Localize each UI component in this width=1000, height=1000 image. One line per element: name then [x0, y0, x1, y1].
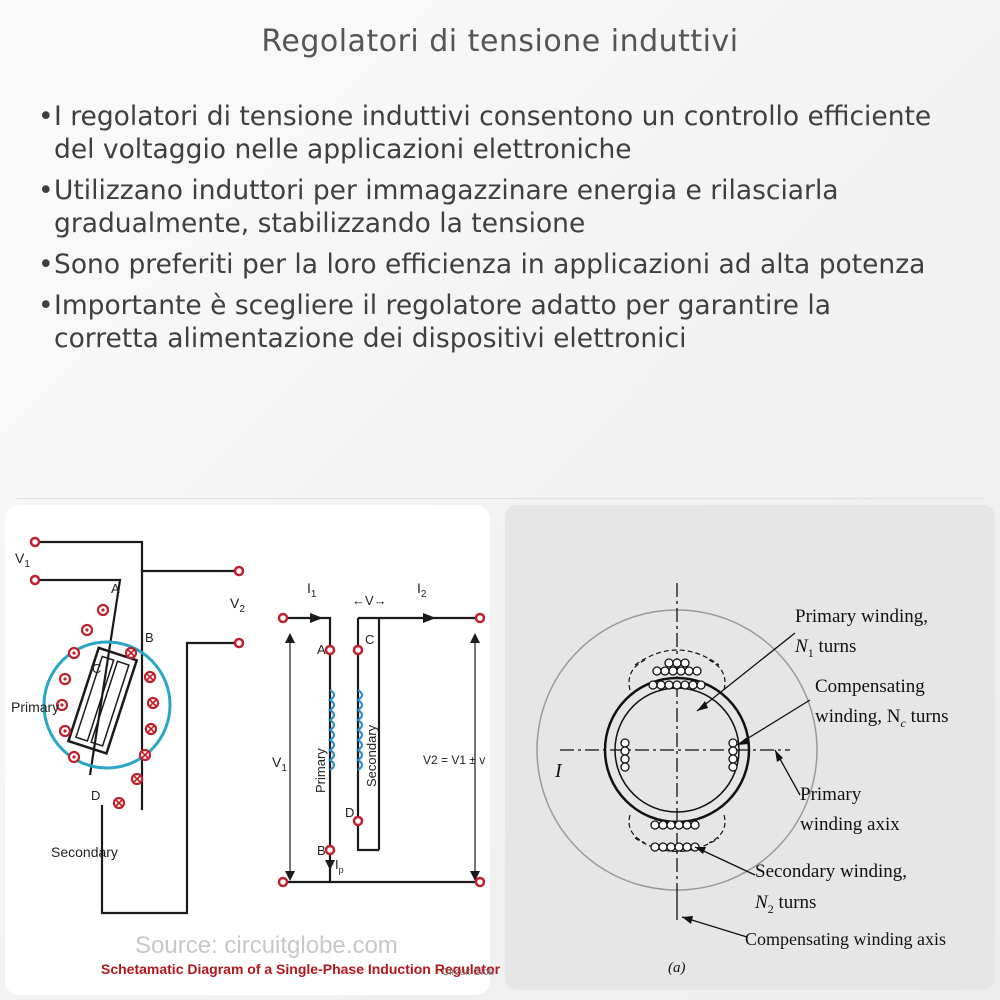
divider [15, 498, 985, 499]
label-v-arrow: ←V→ [352, 593, 387, 608]
bullet-item: I regolatori di tensione induttivi conse… [38, 100, 938, 166]
coil-label-secondary: Secondary [364, 724, 379, 787]
winding-svg: Primary winding, N1 turns Compensating w… [536, 583, 949, 976]
label-primary-axis-2: winding axix [800, 814, 900, 835]
label-primary-axis-1: Primary [800, 784, 862, 805]
label-b: B [145, 630, 154, 645]
label-v2-formula: V2 = V1 ± v [423, 753, 485, 767]
label-n2-turns: N2 turns [754, 892, 816, 916]
label-v2: V2 [230, 595, 245, 615]
label-compensating-axis: Compensating winding axis [745, 929, 946, 949]
schematic-svg: V1 V2 A B C D Primary Secondary I1 I2 ←V… [11, 536, 501, 978]
label-n1-turns: N1 turns [794, 636, 856, 660]
label-d2: D [345, 805, 354, 820]
label-a: A [111, 581, 120, 596]
bullet-list: I regolatori di tensione induttivi conse… [38, 100, 938, 363]
label-i1: I1 [307, 580, 317, 600]
coil-label-primary: Primary [313, 748, 328, 793]
label-nc-turns: winding, Nc turns [815, 706, 949, 730]
label-c2: C [365, 632, 374, 647]
label-compensating: Compensating [815, 676, 925, 697]
bullet-item: Importante è scegliere il regolatore ada… [38, 289, 938, 355]
label-secondary: Secondary [51, 844, 118, 860]
label-secondary-winding: Secondary winding, [755, 861, 907, 882]
label-a2: A [317, 642, 326, 657]
label-d: D [91, 788, 100, 803]
label-i: I [554, 760, 563, 782]
label-c: C [92, 661, 101, 676]
winding-axes-diagram: Primary winding, N1 turns Compensating w… [505, 505, 995, 990]
label-v1-right: V1 [272, 754, 287, 774]
source-watermark: Source: circuitglobe.com [135, 932, 398, 959]
diagram-caption: Schetamatic Diagram of a Single-Phase In… [101, 961, 501, 977]
label-i2: I2 [417, 580, 427, 600]
bullet-item: Utilizzano induttori per immagazzinare e… [38, 174, 938, 240]
label-panel-a: (a) [668, 960, 686, 976]
page-title: Regolatori di tensione induttivi [261, 24, 739, 59]
bullet-item: Sono preferiti per la loro efficienza in… [38, 248, 938, 281]
label-b2: B [317, 843, 326, 858]
circuitglobe-logo: Circuit Glob [442, 967, 495, 978]
label-primary: Primary [11, 699, 59, 715]
label-ip: Ip [335, 857, 344, 875]
label-primary-winding: Primary winding, [795, 606, 928, 627]
label-v1: V1 [15, 550, 30, 570]
induction-regulator-diagram: V1 V2 A B C D Primary Secondary I1 I2 ←V… [5, 505, 501, 995]
